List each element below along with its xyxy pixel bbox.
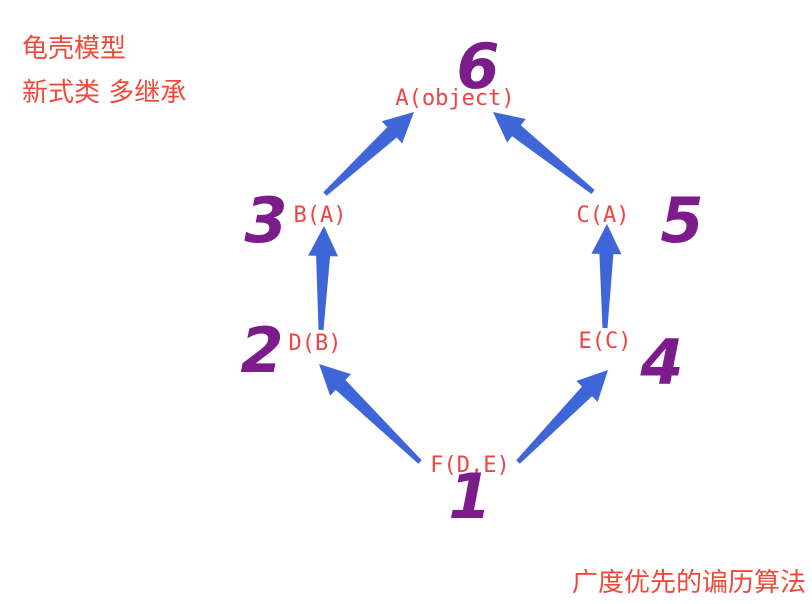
node-a-label: A(object) (395, 86, 514, 111)
node-f-label: F(D,E) (430, 453, 509, 478)
arrow-e-to-c (591, 224, 622, 328)
node-b-label: B(A) (294, 203, 347, 228)
order-number-f: 1 (448, 460, 491, 533)
order-number-c: 5 (660, 184, 703, 257)
order-number-b: 3 (244, 184, 287, 257)
node-d-label: D(B) (289, 331, 342, 356)
arrow-f-to-d (319, 364, 422, 464)
algorithm-note: 广度优先的谝历算法 (571, 568, 806, 598)
order-number-d: 2 (240, 314, 283, 387)
arrow-f-to-e (516, 370, 608, 464)
diagram-title: 龟壳模型 (22, 34, 127, 64)
arrow-b-to-a (323, 112, 414, 196)
edge-layer (308, 112, 622, 464)
node-c-label: C(A) (577, 203, 630, 228)
order-number-a: 6 (456, 30, 499, 103)
arrow-c-to-a (493, 112, 595, 194)
node-e-label: E(C) (579, 329, 632, 354)
arrow-d-to-b (308, 226, 339, 331)
order-number-e: 4 (639, 326, 683, 399)
diagram-subtitle: 新式类 多继承 (22, 78, 187, 108)
